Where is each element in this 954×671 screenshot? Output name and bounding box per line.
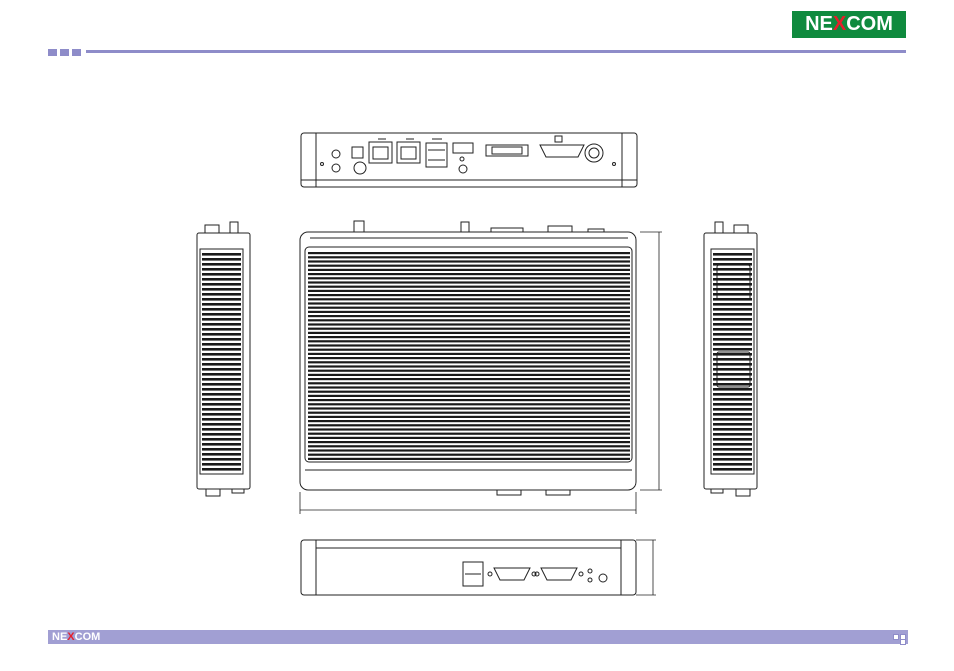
footer-logo: NEXCOM — [52, 630, 100, 644]
footer-logo-x: X — [67, 631, 74, 643]
footer-bar — [48, 630, 908, 644]
front-view — [301, 540, 636, 595]
footer-logo-ne: NE — [52, 631, 67, 643]
top-view-heatsink-fins — [308, 252, 630, 460]
footer-logo-com: COM — [75, 631, 101, 643]
right-side-vents — [713, 253, 752, 471]
rear-view — [301, 133, 637, 187]
left-side-vents — [202, 253, 241, 471]
